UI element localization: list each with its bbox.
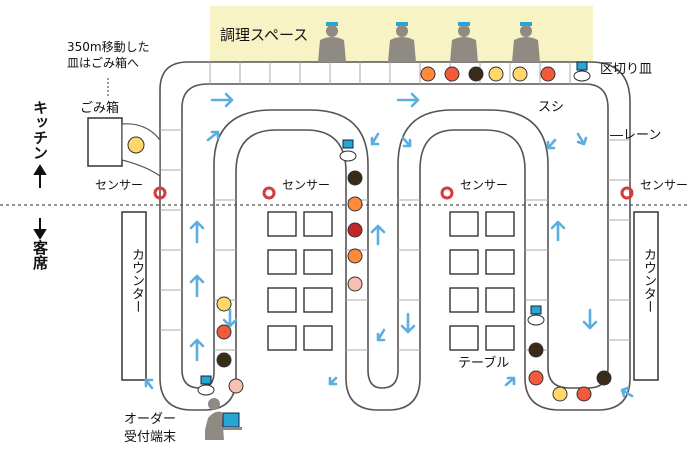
tables-left	[267, 211, 333, 351]
kitchen-label: キッチン	[31, 100, 49, 160]
flow-arrows	[144, 92, 634, 398]
trash-box-label: ごみ箱	[80, 101, 120, 116]
divider-plate-icon	[197, 61, 591, 396]
sushi-label: スシ	[538, 100, 565, 115]
chef-icon	[450, 22, 478, 62]
sushi-plate-icons	[127, 66, 612, 402]
chef-icon	[512, 22, 540, 62]
sensor-label-4: センサー	[640, 178, 688, 192]
trash-box	[87, 117, 123, 167]
sensor-label-3: センサー	[460, 178, 509, 192]
order-terminal-label-line1: オーダー	[124, 412, 177, 427]
lane-label: ―レーン	[610, 128, 662, 143]
table-label: テーブル	[458, 356, 510, 371]
sensor-icon	[153, 186, 634, 200]
disposal-note-line1: 350m移動した	[67, 40, 150, 54]
seats-label: 客席	[31, 240, 49, 270]
direction-arrows-vertical	[33, 164, 47, 240]
counter-left-label: カウンター	[129, 248, 144, 313]
divider-plate-label: 区切り皿	[600, 62, 653, 77]
chef-icon	[388, 22, 416, 62]
counter-right	[633, 211, 659, 381]
sensor-label-2: センサー	[282, 178, 331, 192]
order-terminal-label-line2: 受付端末	[124, 430, 177, 445]
disposal-note-line2: 皿はごみ箱へ	[67, 56, 140, 70]
tables-right	[449, 211, 515, 351]
sensor-label-1: センサー	[95, 178, 144, 192]
cooking-space-label: 調理スペース	[220, 26, 309, 44]
order-terminal-icon	[205, 398, 242, 440]
counter-left	[121, 211, 147, 381]
chef-icon	[318, 22, 346, 62]
counter-right-label: カウンター	[641, 248, 656, 313]
lane-label-text: レーン	[623, 128, 662, 143]
